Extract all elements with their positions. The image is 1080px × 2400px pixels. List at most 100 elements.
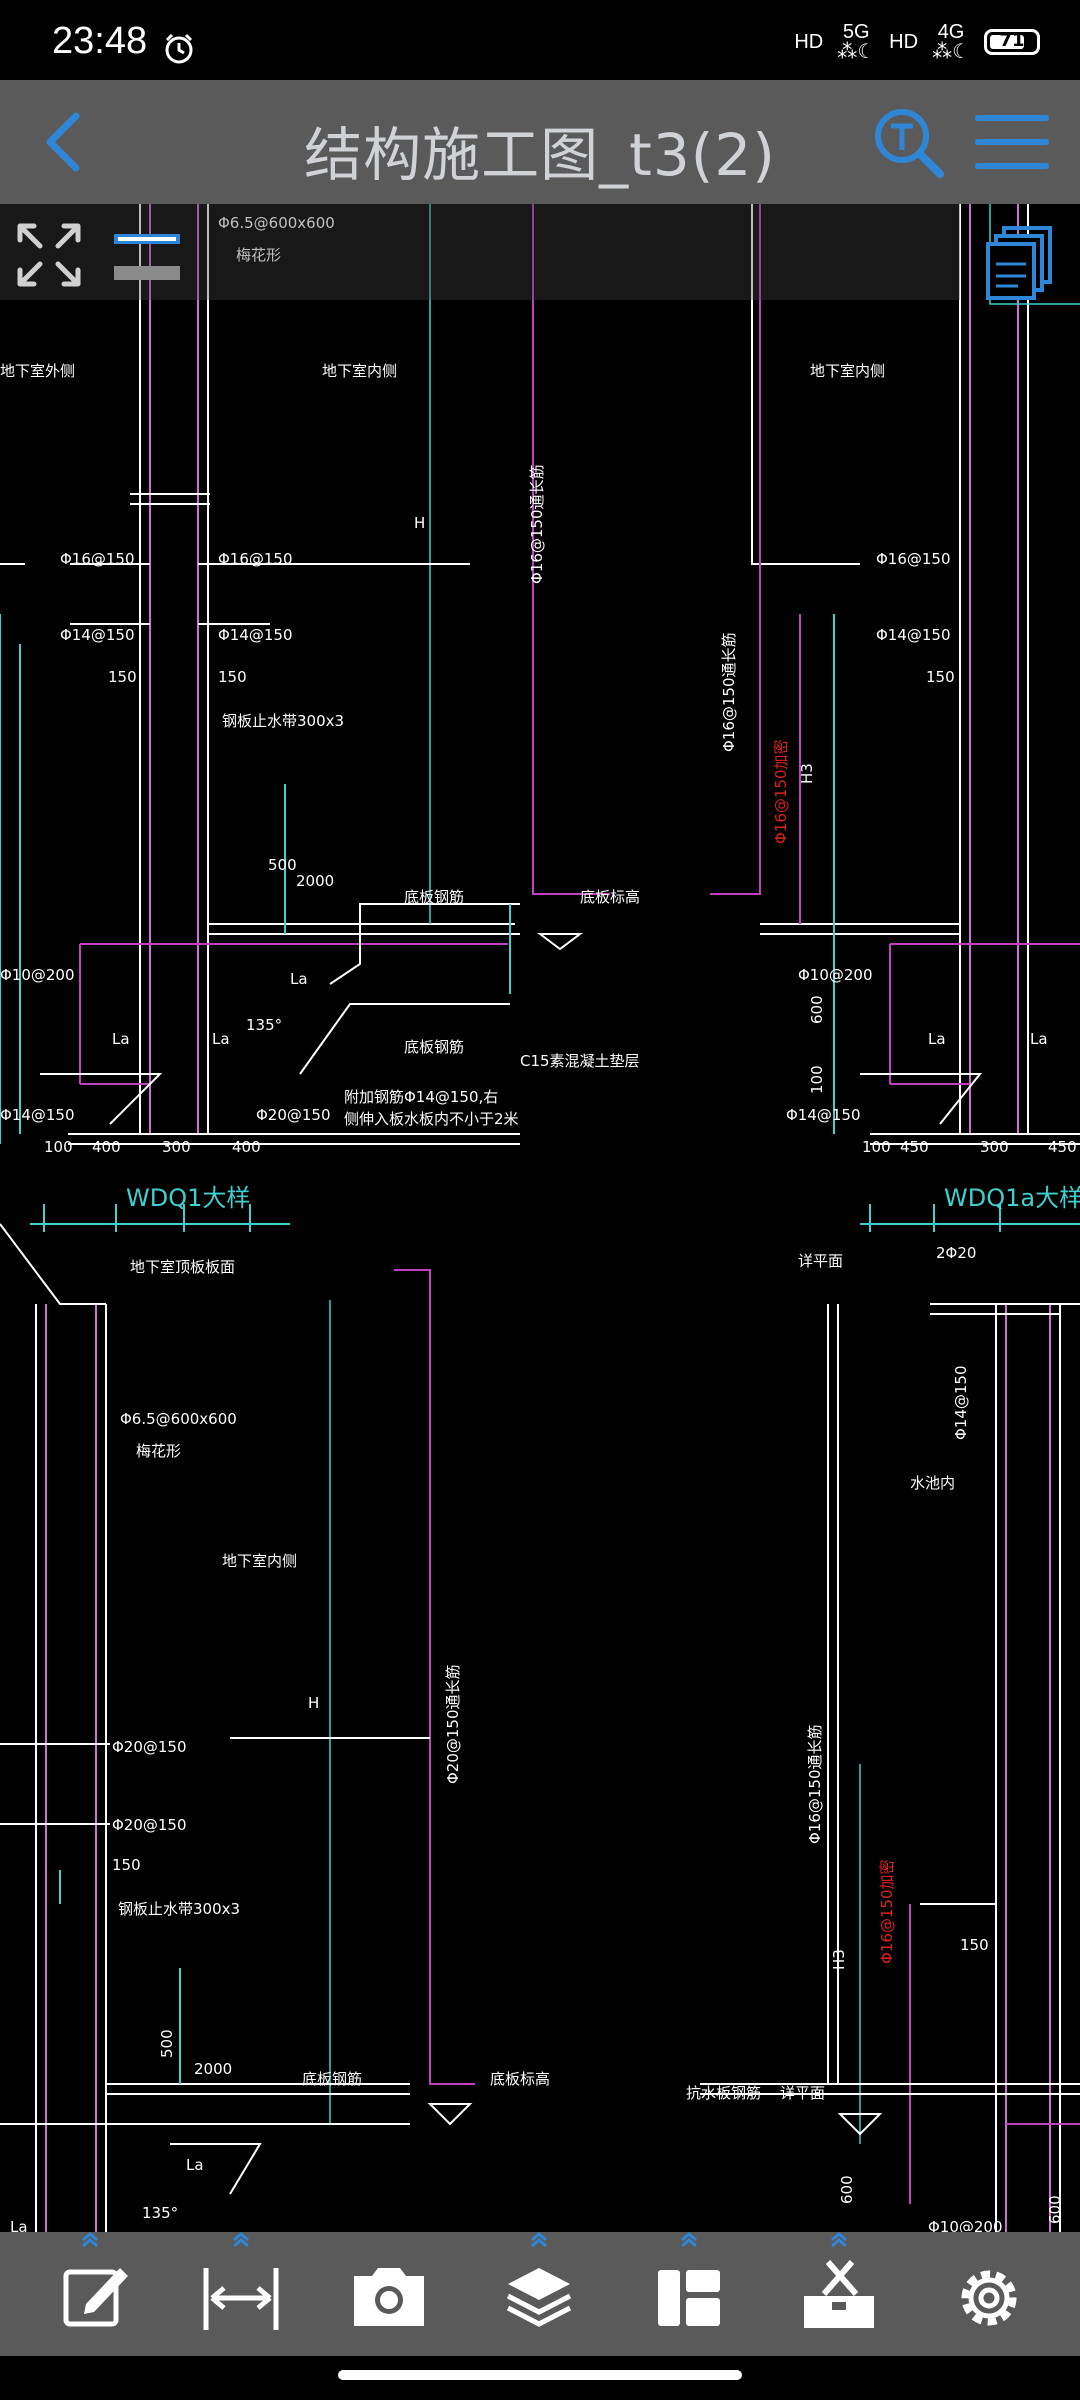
drawing-label: Φ16@150 <box>60 550 135 568</box>
drawing-label: Φ6.5@600x600 <box>120 1410 237 1428</box>
drawing-label: H <box>414 514 425 532</box>
drawing-label: 地下室内侧 <box>810 362 885 380</box>
drawing-label: 150 <box>926 668 955 686</box>
text-search-icon[interactable] <box>866 100 950 184</box>
settings-tool-button[interactable] <box>934 2232 1044 2356</box>
drawing-label: 135° <box>142 2204 178 2222</box>
canvas-toolbar-strip <box>0 204 960 300</box>
status-time: 23:48 <box>52 20 148 62</box>
drawing-label: 附加钢筋Φ14@150,右 <box>344 1088 498 1106</box>
settings-icon <box>961 2270 1017 2326</box>
edit-tool-button[interactable] <box>38 2232 148 2356</box>
measure-tool-button[interactable] <box>186 2232 296 2356</box>
detail-title: WDQ1a大样 <box>944 1184 1080 1212</box>
document-title: 结构施工图_t3(2) <box>304 121 776 189</box>
layout-icon <box>658 2232 720 2326</box>
drawing-label: Φ20@150 <box>112 1738 187 1756</box>
drawing-label: Φ20@150通长筋 <box>444 1664 462 1784</box>
drawing-label: 600 <box>1046 2195 1064 2224</box>
drawing-label: La <box>112 1030 130 1048</box>
drawing-label: 100 <box>862 1138 891 1156</box>
drawing-label: 2Φ20 <box>936 1244 976 1262</box>
drawing-label: 梅花形 <box>136 1442 181 1460</box>
drawing-label: La <box>928 1030 946 1048</box>
drawing-label: Φ20@150 <box>112 1816 187 1834</box>
drawing-label: La <box>1030 1030 1048 1048</box>
edit-icon <box>63 2232 128 2327</box>
drawing-label: 600 <box>838 2175 856 2204</box>
layout-tool-button[interactable] <box>634 2232 744 2356</box>
hamburger-menu-icon[interactable] <box>970 102 1054 182</box>
drawing-label: 100 <box>44 1138 73 1156</box>
drawing-label: 底板标高 <box>490 2070 550 2088</box>
drawing-label: La <box>10 2218 28 2232</box>
camera-icon <box>354 2268 424 2326</box>
drawing-label: 300 <box>980 1138 1009 1156</box>
drawing-label: H3 <box>798 763 816 784</box>
drawing-label: H3 <box>830 1949 848 1970</box>
drawing-label: 150 <box>218 668 247 686</box>
drawing-label: 钢板止水带300x3 <box>222 712 344 730</box>
sim1-type: 5G <box>842 21 870 43</box>
drawing-label: Φ16@150加密 <box>878 1859 896 1964</box>
drawing-label: 钢板止水带300x3 <box>118 1900 240 1918</box>
drawing-label: 135° <box>246 1016 282 1034</box>
drawing-label: La <box>290 970 308 988</box>
drawing-label: Φ14@150 <box>218 626 293 644</box>
drawing-label: La <box>186 2156 204 2174</box>
battery-icon: 71 <box>984 29 1040 55</box>
drawing-label: 详平面 <box>798 1252 843 1270</box>
layers-tool-button[interactable] <box>484 2232 594 2356</box>
camera-tool-button[interactable] <box>334 2232 444 2356</box>
drawing-label: 梅花形 <box>236 246 281 264</box>
drawing-label: 400 <box>92 1138 121 1156</box>
drawing-label: Φ14@150 <box>876 626 951 644</box>
drawing-label: 底板钢筋 <box>302 2070 362 2088</box>
drawing-label: 抗水板钢筋 <box>686 2084 761 2102</box>
drawing-label: 150 <box>112 1856 141 1874</box>
drawing-label: 地下室顶板板面 <box>130 1258 235 1276</box>
drawing-label: La <box>212 1030 230 1048</box>
drawing-label: 地下室内侧 <box>222 1552 297 1570</box>
drawing-label: 2000 <box>194 2060 232 2078</box>
sim2-signal-icon: 4G⁂☾ <box>932 21 970 63</box>
status-icons: HD 5G⁂☾ HD 4G⁂☾ 71 <box>794 22 1040 62</box>
drawing-label: Φ20@150 <box>256 1106 331 1124</box>
drawing-label: Φ10@200 <box>798 966 873 984</box>
detail-title: WDQ1大样 <box>126 1184 250 1212</box>
drawing-label: H <box>308 1694 319 1712</box>
status-bar: 23:48 HD 5G⁂☾ HD 4G⁂☾ 71 <box>0 0 1080 80</box>
sim1-signal-icon: 5G⁂☾ <box>837 21 876 63</box>
drawing-label: Φ10@200 <box>928 2218 1003 2232</box>
layout-layers-icon[interactable] <box>984 224 1054 300</box>
drawing-label: Φ16@150 <box>218 550 293 568</box>
drawing-label: Φ6.5@600x600 <box>218 214 335 232</box>
app-bar: 结构施工图_t3(2) <box>0 80 1080 204</box>
drawing-label: 300 <box>162 1138 191 1156</box>
drawing-label: 500 <box>268 856 297 874</box>
cad-drawing-canvas[interactable]: Φ6.5@600x600 梅花形 地下室内侧 地下室外侧 地下室内侧 Φ16@1… <box>0 204 1080 2232</box>
measure-icon <box>203 2232 279 2330</box>
drawing-label: 详平面 <box>780 2084 825 2102</box>
back-arrow-icon[interactable] <box>28 102 108 182</box>
drawing-label: 150 <box>960 1936 989 1954</box>
home-indicator[interactable] <box>338 2370 742 2380</box>
drawing-label: Φ14@150 <box>0 1106 75 1124</box>
drawing-label: 400 <box>232 1138 261 1156</box>
drawing-label: 500 <box>158 2029 176 2058</box>
drawing-label: 侧伸入板水板内不小于2米 <box>344 1110 519 1128</box>
hd-indicator-1: HD <box>794 31 824 53</box>
drawing-label: 600 <box>808 995 826 1024</box>
drawing-label: Φ16@150通长筋 <box>528 464 546 584</box>
drawing-label: 450 <box>900 1138 929 1156</box>
drawing-label: Φ16@150 <box>876 550 951 568</box>
drawing-label: Φ14@150 <box>952 1365 970 1440</box>
alarm-icon <box>165 33 193 64</box>
drawing-label: Φ16@150通长筋 <box>806 1724 824 1844</box>
drawing-label: 2000 <box>296 872 334 890</box>
line-style-icon[interactable] <box>112 224 182 284</box>
fullscreen-expand-icon[interactable] <box>14 220 84 290</box>
drawing-label: Φ14@150 <box>786 1106 861 1124</box>
toolbox-tool-button[interactable] <box>784 2232 894 2356</box>
drawing-label: C15素混凝土垫层 <box>520 1052 640 1070</box>
